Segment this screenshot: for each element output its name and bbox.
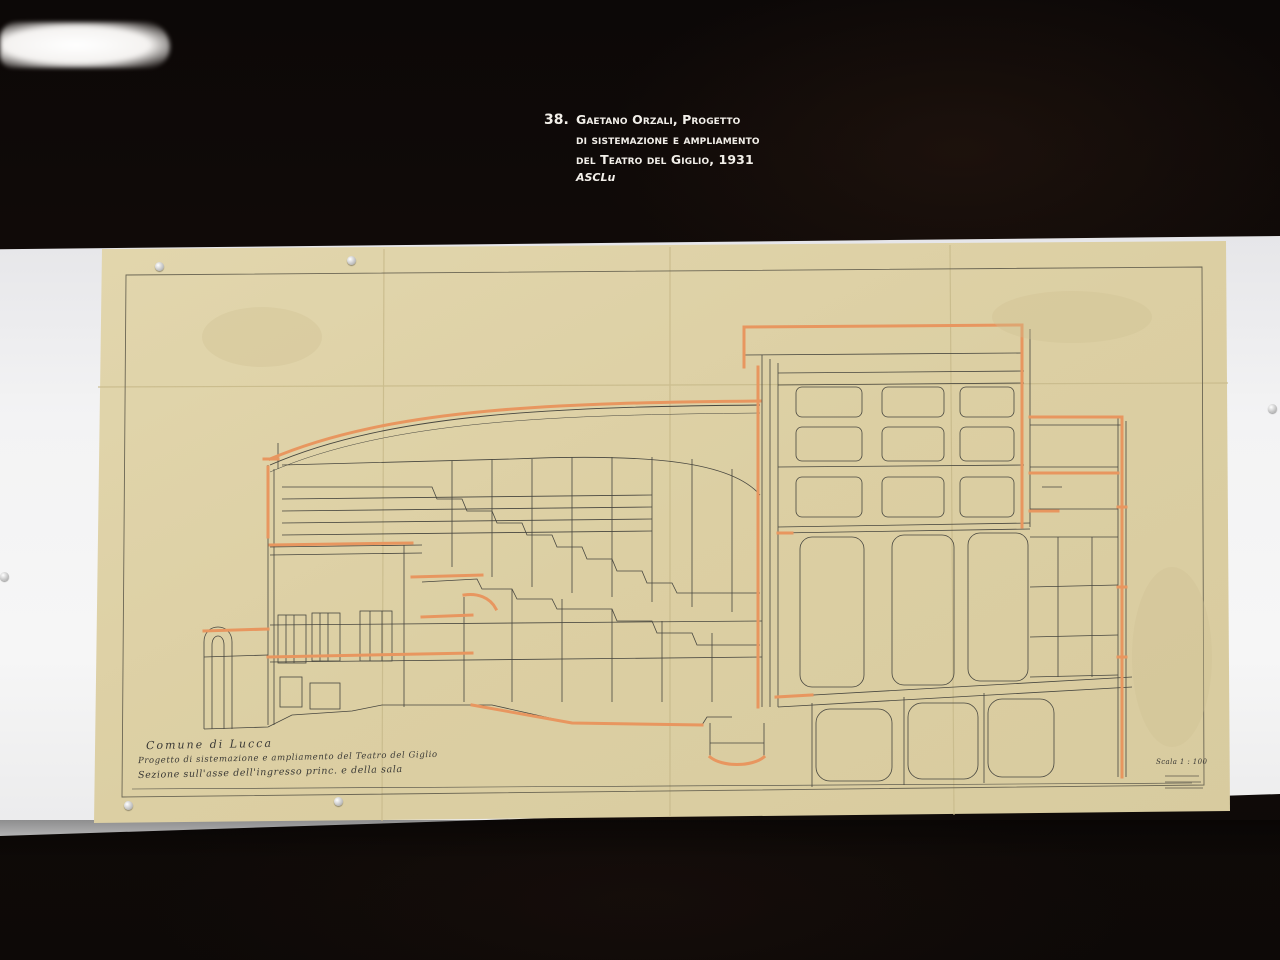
archive-stamp bbox=[1165, 775, 1203, 789]
architectural-drawing bbox=[92, 237, 1232, 827]
annotation-comune: Comune di Lucca bbox=[145, 736, 274, 753]
annotation-scale: Scala 1 : 100 bbox=[1156, 758, 1208, 766]
pin-top-mid bbox=[347, 256, 356, 265]
exhibit-caption: 38. Gaetano Orzali, Progetto di sistemaz… bbox=[544, 110, 844, 186]
section-cut-lines bbox=[202, 323, 1128, 779]
caption-line-2: di sistemazione e ampliamento bbox=[576, 132, 760, 147]
light-glare bbox=[0, 22, 170, 68]
frame-border bbox=[121, 266, 1205, 798]
pin-top-right bbox=[1268, 404, 1277, 413]
caption-source: ASCLu bbox=[576, 171, 616, 184]
pin-bottom-mid bbox=[334, 797, 343, 806]
pin-left-edge bbox=[0, 572, 9, 581]
caption-line-1: Gaetano Orzali, Progetto bbox=[576, 112, 741, 127]
pin-bottom-left bbox=[124, 801, 133, 810]
pin-top-left bbox=[155, 262, 164, 271]
caption-number: 38. bbox=[544, 112, 569, 128]
paper-stains bbox=[202, 291, 1212, 747]
caption-line-3: del Teatro del Giglio, 1931 bbox=[576, 152, 754, 167]
board-shadow bbox=[0, 820, 1280, 860]
